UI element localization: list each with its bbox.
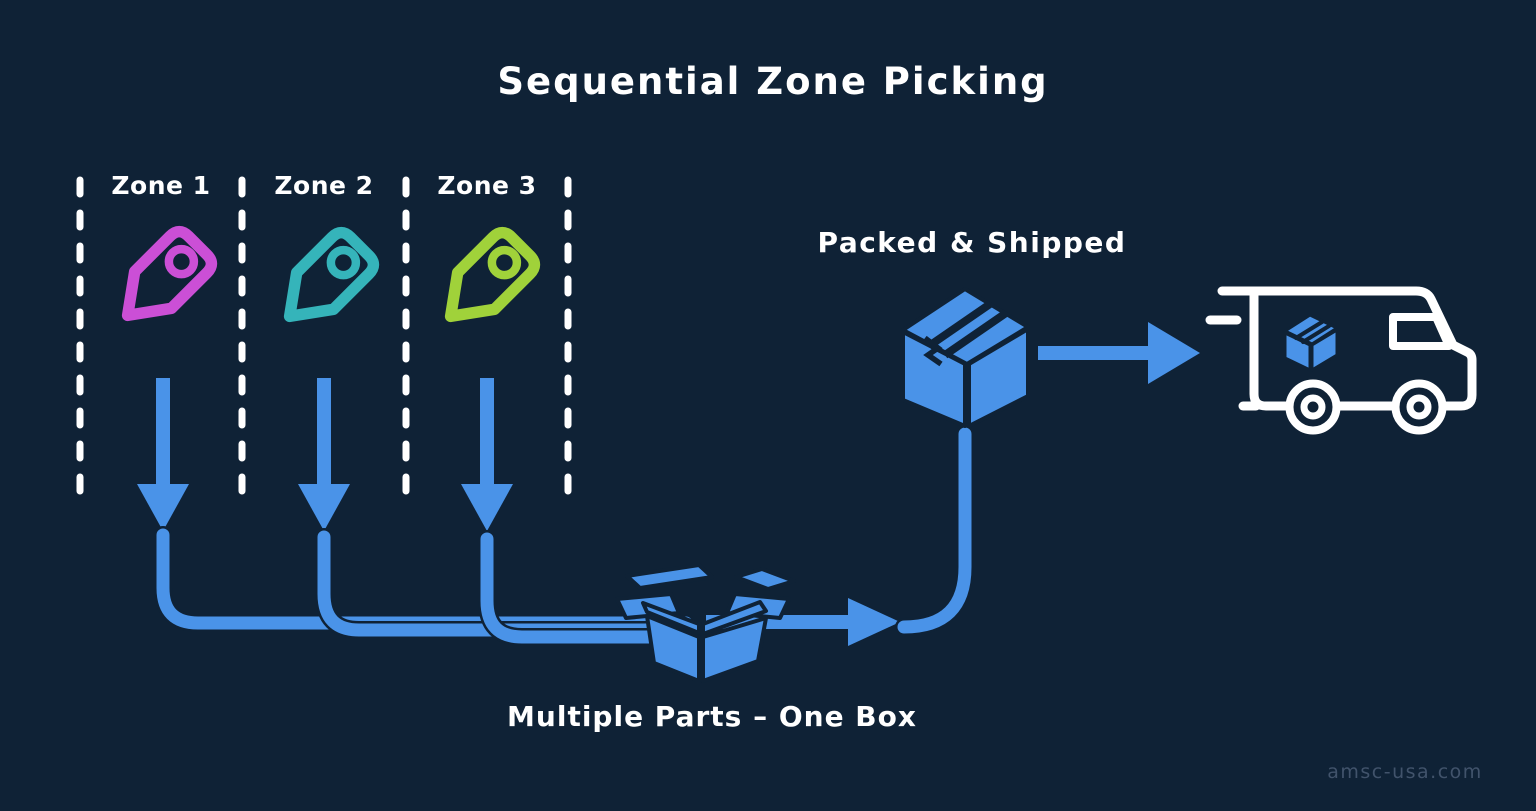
right-arrow-head (1148, 322, 1200, 384)
truck-rear-hub (1300, 394, 1326, 420)
zone-divider-lines (76, 176, 572, 510)
price-tag-hole (487, 245, 522, 280)
sealed-box-tape-end (923, 335, 943, 367)
zone-down-arrows (137, 378, 513, 531)
down-arrow-head (137, 484, 189, 531)
truck-rear-wheel (1285, 379, 1341, 435)
delivery-truck-icon (1205, 286, 1477, 435)
converging-flow-lines (154, 526, 701, 646)
price-tag-icon (444, 226, 541, 323)
flow-curve-zone2 (317, 530, 693, 637)
open-box-rim-left (641, 601, 701, 635)
parcel-tape-stripe (1294, 320, 1324, 340)
open-box-face-left (645, 614, 701, 683)
sealed-box-face-right (967, 327, 1030, 428)
zone2-label: Zone 2 (274, 171, 374, 200)
up-curve (897, 427, 972, 634)
parcel-tape-stripe (1301, 324, 1331, 344)
watermark: amsc-usa.com (1327, 761, 1483, 783)
truck-body-outline (1217, 286, 1477, 411)
truck-parcel-icon (1283, 313, 1339, 372)
down-arrow-head (298, 484, 350, 531)
page-title: Sequential Zone Picking (497, 60, 1049, 103)
sealed-box-tape-stripe (926, 300, 993, 350)
truck-front-wheel (1391, 379, 1447, 435)
packed-to-truck-arrow (1038, 322, 1200, 384)
truck-rear-edge (1249, 287, 1292, 411)
zone3-tag (444, 226, 541, 323)
multiple-parts-one-box-label: Multiple Parts – One Box (507, 700, 917, 733)
zone2-tag (283, 226, 380, 323)
down-arrow-head (461, 484, 513, 531)
sealed-box-icon (901, 287, 1030, 428)
flow-curve-zone1 (156, 528, 693, 630)
open-box-flap-upper-left (625, 563, 714, 590)
open-box-flap-upper-right (734, 567, 796, 591)
flow-curve-zone3 (480, 532, 699, 644)
price-tag-icon (283, 226, 380, 323)
packed-shipped-label: Packed & Shipped (817, 226, 1127, 259)
open-box-rim-right (701, 600, 768, 636)
price-tag-hole (326, 245, 361, 280)
sealed-box-tape-stripe (942, 309, 1009, 359)
zone1-tag (121, 225, 218, 322)
open-box-icon (615, 563, 796, 683)
truck-window (1389, 313, 1453, 350)
truck-front-hub (1406, 394, 1432, 420)
right-arrow-head (848, 598, 900, 646)
open-box-face-right (701, 616, 768, 683)
zone3-label: Zone 3 (437, 171, 537, 200)
parcel-face-right (1310, 328, 1339, 372)
flow-curve-casing (154, 526, 695, 632)
price-tag-hole (164, 244, 199, 279)
zone1-label: Zone 1 (111, 171, 211, 200)
price-tag-icon (121, 225, 218, 322)
